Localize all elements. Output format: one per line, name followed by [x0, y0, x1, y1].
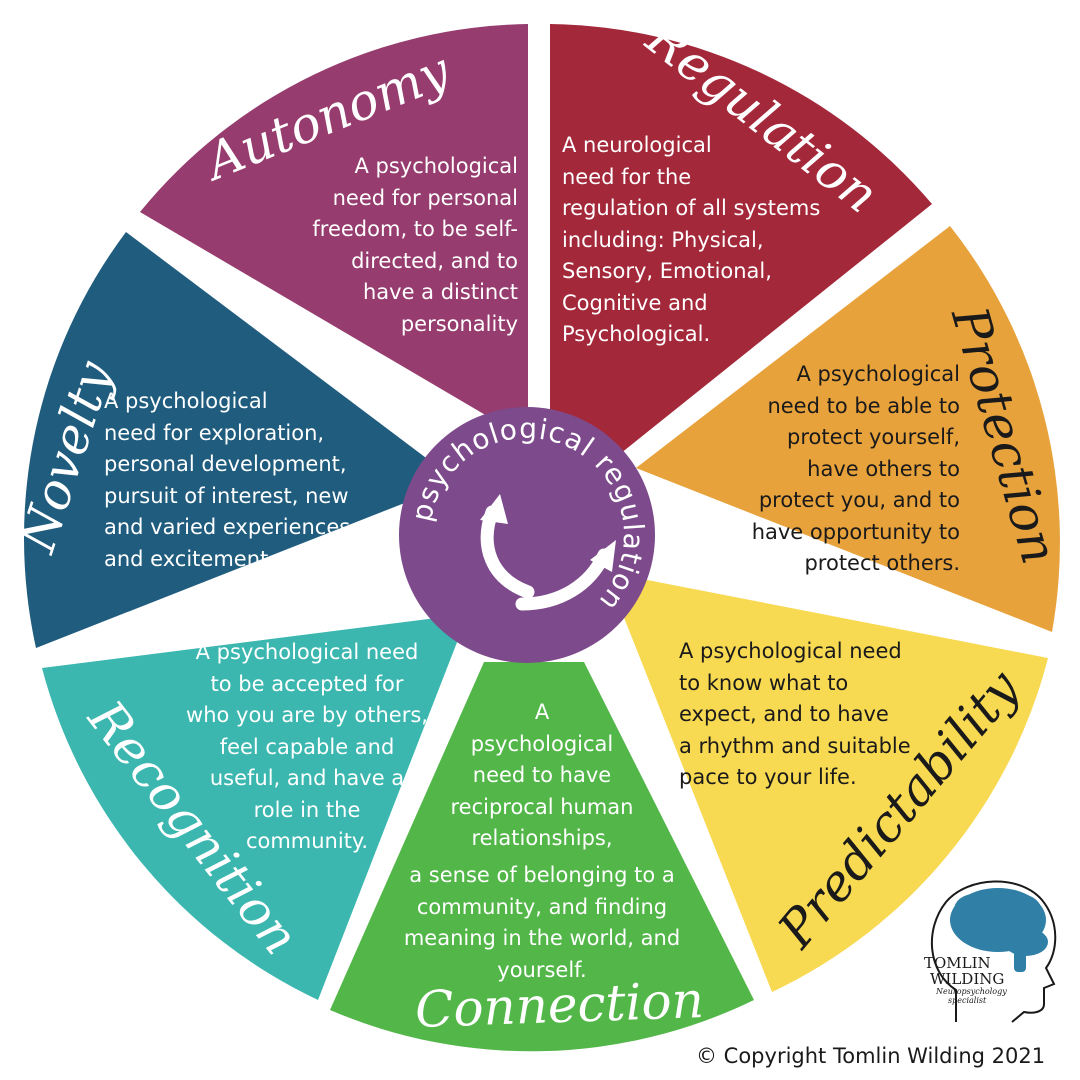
segment-recognition — [42, 614, 468, 1000]
segment-novelty — [23, 232, 458, 648]
logo-subtitle-line1: Neuropsychology — [935, 987, 1007, 996]
description-connection-bottom: a sense of belonging to a community, and… — [403, 863, 681, 982]
segment-connection — [330, 662, 754, 1052]
segment-protection — [636, 226, 1060, 632]
copyright-text: © Copyright Tomlin Wilding 2021 — [696, 1044, 1046, 1068]
brain-icon — [950, 888, 1048, 972]
logo-name-line1: TOMLIN — [924, 954, 991, 972]
description-regulation: A neurological need for the regulation o… — [562, 133, 821, 346]
description-predictability: A psychological need to know what to exp… — [679, 639, 911, 789]
arrow-head-right — [590, 540, 616, 572]
logo-subtitle-line2: specialist — [948, 996, 987, 1005]
head-outline-icon — [930, 880, 1057, 1023]
tomlin-wilding-logo: TOMLIN WILDING Neuropsychology specialis… — [924, 880, 1057, 1023]
segment-regulation — [550, 24, 932, 510]
title-connection: Connection — [414, 971, 705, 1039]
logo-name-line2: WILDING — [930, 970, 1004, 988]
description-recognition: A psychological need to be accepted for … — [186, 640, 428, 853]
description-novelty: A psychological need for exploration, pe… — [104, 389, 351, 571]
description-autonomy: A psychological need for personal freedo… — [312, 154, 518, 336]
arrow-head-left — [480, 494, 508, 524]
segment-autonomy — [140, 24, 528, 440]
segment-predictability — [606, 572, 1048, 992]
description-protection: A psychological need to be able to prote… — [751, 362, 960, 575]
description-connection-top: A psychological need to have reciprocal … — [450, 700, 634, 850]
center-hub — [399, 407, 655, 663]
